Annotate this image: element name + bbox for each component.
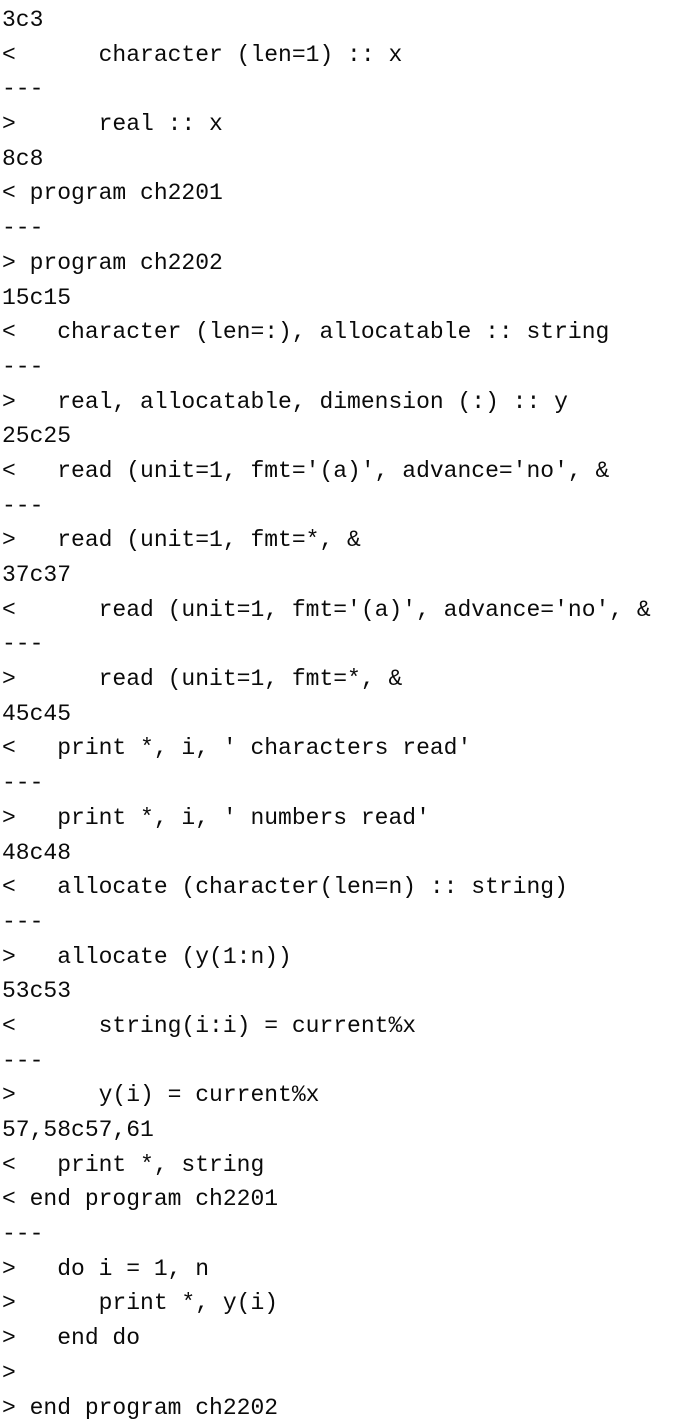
- diff-separator: ---: [2, 215, 44, 242]
- diff-separator: ---: [2, 492, 44, 519]
- diff-line-left: < character (len=:), allocatable :: stri…: [2, 319, 610, 346]
- diff-line-right: > do i = 1, n: [2, 1255, 210, 1282]
- diff-line-left: < print *, string: [2, 1151, 265, 1178]
- diff-separator: ---: [2, 76, 44, 103]
- diff-hunk-header: 8c8: [2, 145, 44, 172]
- diff-line-right: > program ch2202: [2, 249, 223, 276]
- diff-line-right: >: [2, 1359, 16, 1386]
- diff-line-right: > print *, i, ' numbers read': [2, 804, 430, 831]
- diff-line-right: > end do: [2, 1325, 141, 1352]
- diff-separator: ---: [2, 353, 44, 380]
- diff-line-left: < string(i:i) = current%x: [2, 1012, 417, 1039]
- diff-line-right: > read (unit=1, fmt=*, &: [2, 666, 403, 693]
- diff-line-left: < print *, i, ' characters read': [2, 735, 472, 762]
- diff-line-left: < allocate (character(len=n) :: string): [2, 874, 568, 901]
- diff-hunk-header: 53c53: [2, 978, 72, 1005]
- diff-hunk-header: 25c25: [2, 423, 72, 450]
- diff-line-left: < end program ch2201: [2, 1186, 279, 1213]
- diff-hunk-header: 3c3: [2, 7, 44, 33]
- diff-separator: ---: [2, 770, 44, 797]
- diff-hunk-header: 37c37: [2, 562, 72, 588]
- diff-line-right: > y(i) = current%x: [2, 1082, 320, 1109]
- diff-line-right: > end program ch2202: [2, 1394, 279, 1421]
- diff-separator: ---: [2, 1221, 44, 1248]
- diff-separator: ---: [2, 908, 44, 935]
- diff-line-right: > allocate (y(1:n)): [2, 943, 292, 970]
- diff-line-right: > real :: x: [2, 111, 223, 138]
- diff-hunk-header: 15c15: [2, 284, 72, 311]
- diff-hunk-header: 45c45: [2, 700, 72, 727]
- diff-separator: ---: [2, 1047, 44, 1074]
- diff-line-left: < read (unit=1, fmt='(a)', advance='no',…: [2, 457, 610, 484]
- diff-line-right: > read (unit=1, fmt=*, &: [2, 527, 361, 554]
- diff-line-right: > print *, y(i): [2, 1290, 279, 1317]
- diff-line-left: < character (len=1) :: x: [2, 41, 403, 68]
- diff-hunk-header: 57,58c57,61: [2, 1117, 154, 1143]
- diff-line-left: < read (unit=1, fmt='(a)', advance='no',…: [2, 596, 651, 623]
- diff-line-left: < program ch2201: [2, 180, 223, 207]
- diff-separator: ---: [2, 631, 44, 658]
- diff-hunk-header: 48c48: [2, 839, 72, 866]
- diff-line-right: > real, allocatable, dimension (:) :: y: [2, 388, 568, 415]
